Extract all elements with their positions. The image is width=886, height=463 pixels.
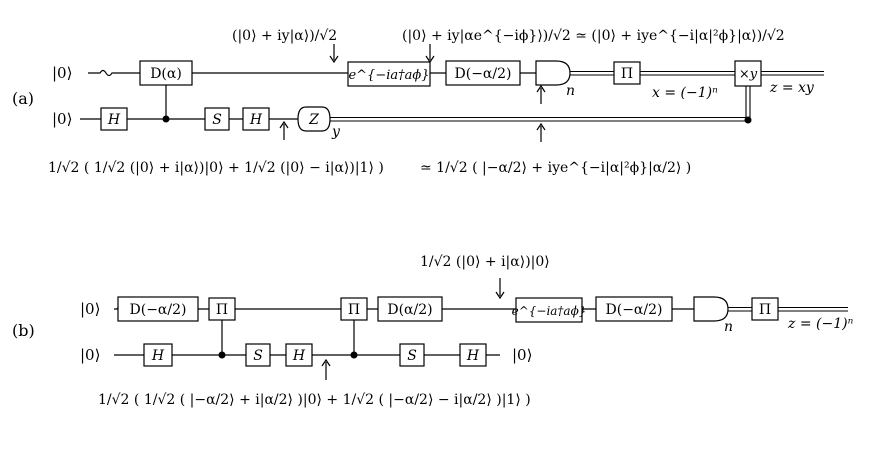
- panel-a-n-label: n: [566, 83, 575, 99]
- panel-b-hadamard-3: [459, 343, 487, 367]
- panel-b-phase-s-1: [245, 343, 271, 367]
- panel-b-displacement-3: [595, 296, 673, 322]
- panel-a-hadamard-1: [100, 107, 128, 131]
- panel-a-state-1: (|0⟩ + iy|α⟩)/√2: [232, 28, 337, 44]
- panel-a-displacement-back-label: D(−α/2): [455, 66, 512, 82]
- panel-b-input-top: |0⟩: [80, 300, 100, 318]
- panel-a-y-label: y: [331, 124, 341, 140]
- panel-b-hadamard-2: [285, 343, 313, 367]
- panel-b-input-bottom: |0⟩: [80, 346, 100, 364]
- panel-b-control-dot-2: [350, 351, 358, 359]
- panel-b-hadamard-3-label: H: [466, 348, 480, 364]
- panel-a-phase-s: [204, 107, 230, 131]
- panel-a-multiply-label: ×y: [739, 67, 758, 82]
- panel-a-phase-s-label: S: [212, 112, 222, 128]
- panel-b-parity-2: [340, 297, 368, 321]
- panel-b-parity-2-label: Π: [348, 302, 360, 318]
- panel-a-label: (a): [12, 89, 34, 108]
- panel-b-hadamard-2-label: H: [292, 348, 306, 364]
- panel-a-hadamard-2: [242, 107, 270, 131]
- panel-b-displacement-2: [377, 296, 443, 322]
- panel-a-parity-label: Π: [621, 66, 633, 82]
- panel-a-top-wire-squiggle: [88, 69, 122, 77]
- panel-b-n-label: n: [724, 319, 733, 335]
- panel-b-parity-1-label: Π: [216, 302, 228, 318]
- panel-a-z-measure: [297, 106, 331, 132]
- panel-b-hadamard-1-label: H: [151, 348, 165, 364]
- panel-a: (a) |0⟩ |0⟩ D(α) H S H: [12, 28, 824, 176]
- panel-b-state-top: 1/√2 (|0⟩ + i|α⟩)|0⟩: [420, 254, 550, 270]
- panel-a-state-bottom-left: 1/√2 ( 1/√2 (|0⟩ + i|α⟩)|0⟩ + 1/√2 (|0⟩ …: [48, 160, 384, 176]
- panel-b-hadamard-1: [143, 343, 173, 367]
- panel-a-input-top: |0⟩: [52, 64, 72, 82]
- panel-b-photon-detector: [693, 296, 729, 322]
- panel-b-z-label: z = (−1)ⁿ: [787, 316, 854, 332]
- panel-b-phase-s-1-label: S: [253, 348, 263, 364]
- panel-b-state-bottom: 1/√2 ( 1/√2 ( |−α/2⟩ + i|α/2⟩ )|0⟩ + 1/√…: [98, 392, 531, 408]
- panel-a-hadamard-1-label: H: [107, 112, 121, 128]
- panel-a-photon-detector: [535, 60, 571, 86]
- panel-b: (b) |0⟩ |0⟩ |0⟩ D(−α/2) Π Π D(α/2) e^{−i…: [12, 254, 854, 408]
- panel-b-rotation-gate: [515, 297, 583, 323]
- panel-b-displacement-1: [117, 296, 199, 322]
- panel-a-z-measure-label: Z: [308, 112, 319, 128]
- panel-a-hadamard-2-label: H: [249, 112, 263, 128]
- panel-a-x-label: x = (−1)ⁿ: [652, 85, 718, 101]
- panel-a-classical-control-dot: [744, 116, 752, 124]
- panel-a-parity-box: [613, 61, 641, 85]
- panel-b-displacement-1-label: D(−α/2): [130, 302, 187, 318]
- panel-a-displacement-label: D(α): [150, 66, 182, 82]
- panel-b-phase-s-2: [399, 343, 425, 367]
- panel-b-label: (b): [12, 321, 35, 340]
- panel-b-phase-s-2-label: S: [407, 348, 417, 364]
- panel-b-parity-3: [751, 297, 779, 321]
- panel-a-rotation-gate: [347, 61, 431, 87]
- panel-a-multiply-box: [734, 60, 762, 87]
- panel-a-z-label: z = xy: [769, 80, 815, 96]
- panel-a-displacement-back-gate: [445, 60, 521, 86]
- panel-b-displacement-2-label: D(α/2): [387, 302, 432, 318]
- panel-a-state-bottom-right: ≃ 1/√2 ( |−α/2⟩ + iye^{−i|α|²ϕ}|α/2⟩ ): [420, 160, 691, 176]
- panel-b-parity-1: [208, 297, 236, 321]
- panel-b-parity-3-label: Π: [759, 302, 771, 318]
- panel-b-rotation-label: e^{−ia†aϕ}: [512, 304, 587, 318]
- panel-b-output-bottom: |0⟩: [512, 346, 532, 364]
- panel-b-displacement-3-label: D(−α/2): [606, 302, 663, 318]
- panel-b-control-dot-1: [218, 351, 226, 359]
- panel-a-rotation-label: e^{−ia†aϕ}: [348, 68, 429, 83]
- panel-a-state-2: (|0⟩ + iy|αe^{−iϕ}⟩)/√2 ≃ (|0⟩ + iye^{−i…: [402, 28, 785, 44]
- panel-a-displacement-gate: [139, 60, 193, 86]
- panel-a-input-bottom: |0⟩: [52, 110, 72, 128]
- panel-a-control-dot: [162, 115, 170, 123]
